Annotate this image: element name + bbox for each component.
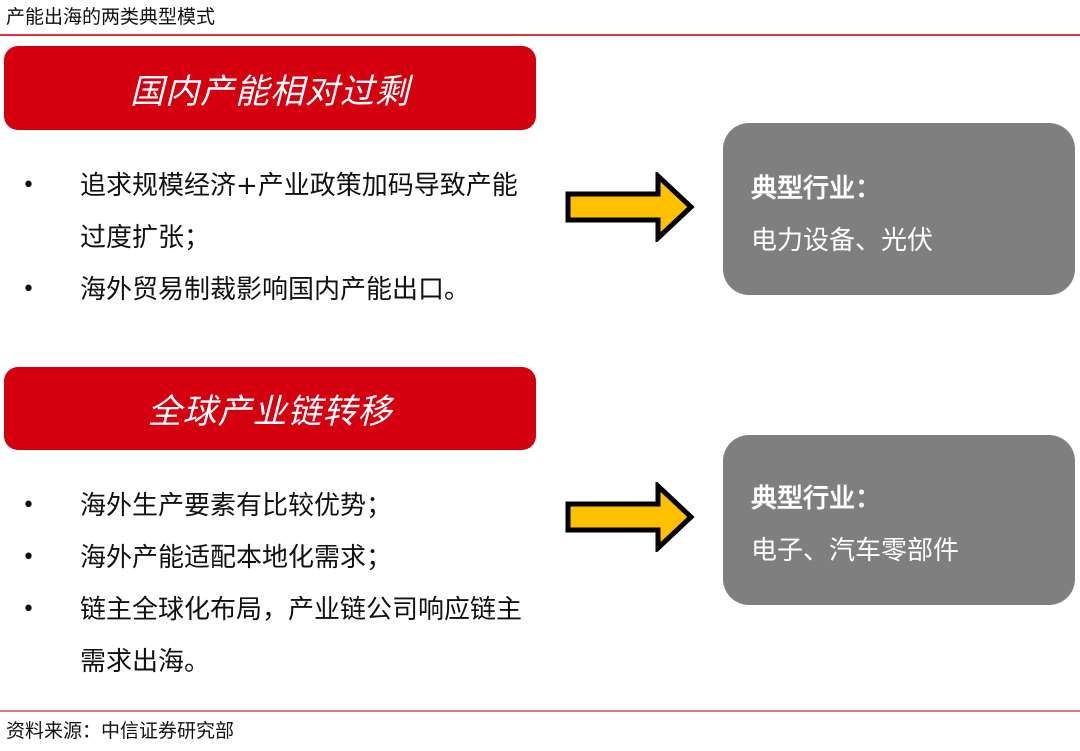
list-item: • 海外贸易制裁影响国内产能出口。 [0, 264, 530, 316]
bullet-text: 追求规模经济+产业政策加码导致产能过度扩张； [80, 171, 518, 253]
bullet-text: 链主全球化布局，产业链公司响应链主需求出海。 [80, 595, 523, 677]
list-item: • 海外生产要素有比较优势； [0, 480, 530, 532]
bullet-icon: • [22, 277, 35, 302]
bullet-text: 海外生产要素有比较优势； [80, 491, 393, 521]
bullet-text: 海外贸易制裁影响国内产能出口。 [80, 275, 471, 305]
typical-industry-card: 典型行业： 电子、汽车零部件 [723, 435, 1075, 605]
right-arrow-icon [565, 482, 695, 552]
list-item: • 链主全球化布局，产业链公司响应链主需求出海。 [0, 584, 530, 688]
section-banner-global-chain-shift: 全球产业链转移 [4, 367, 536, 450]
bullet-list-global-chain-shift: • 海外生产要素有比较优势； • 海外产能适配本地化需求； • 链主全球化布局，… [0, 480, 560, 688]
card-value: 电力设备、光伏 [751, 226, 934, 256]
bullet-icon: • [22, 493, 35, 518]
typical-industry-card: 典型行业： 电力设备、光伏 [723, 123, 1075, 295]
card-label: 典型行业： [751, 484, 882, 514]
bottom-divider [0, 710, 1080, 712]
card-label: 典型行业： [751, 174, 882, 204]
list-item: • 海外产能适配本地化需求； [0, 532, 530, 584]
top-divider [0, 34, 1080, 36]
right-arrow-icon [565, 172, 695, 242]
bullet-text: 海外产能适配本地化需求； [80, 543, 393, 573]
source-note: 资料来源：中信证券研究部 [6, 720, 235, 742]
card-value: 电子、汽车零部件 [751, 536, 960, 566]
bullet-icon: • [22, 173, 35, 198]
bullet-icon: • [22, 545, 35, 570]
page-title: 产能出海的两类典型模式 [6, 6, 216, 28]
bullet-list-domestic-overcapacity: • 追求规模经济+产业政策加码导致产能过度扩张； • 海外贸易制裁影响国内产能出… [0, 160, 560, 316]
section-banner-domestic-overcapacity: 国内产能相对过剩 [4, 46, 536, 130]
list-item: • 追求规模经济+产业政策加码导致产能过度扩张； [0, 160, 530, 264]
bullet-icon: • [22, 597, 35, 622]
